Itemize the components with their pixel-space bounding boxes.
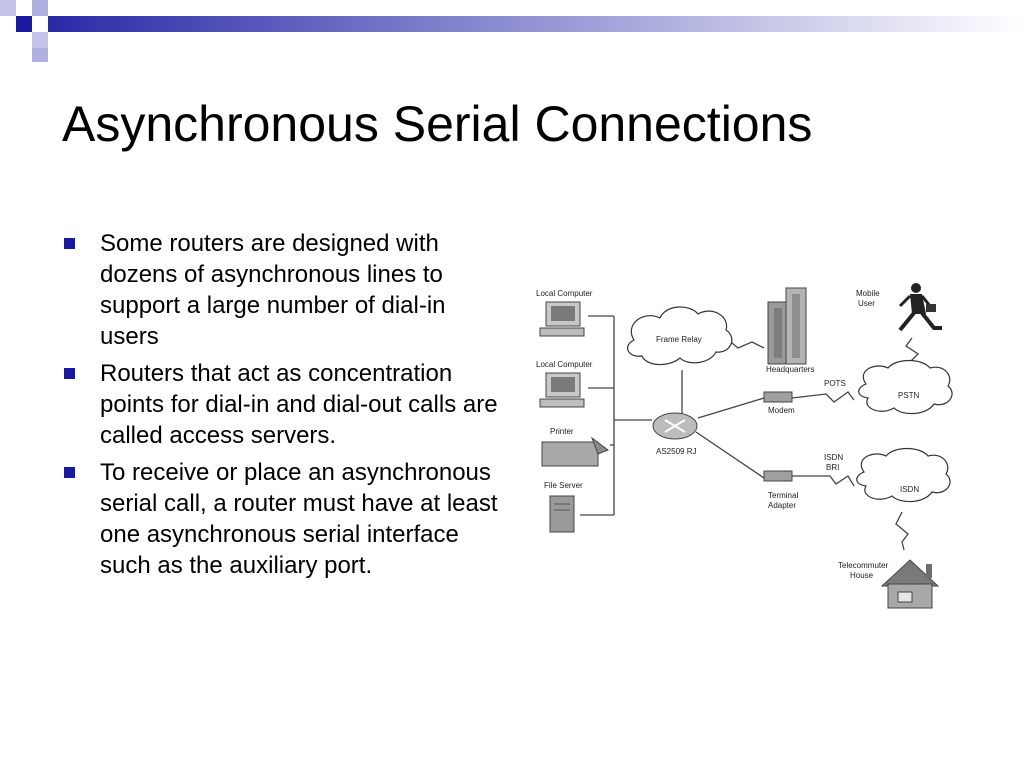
header-square	[32, 32, 48, 48]
modem-label: Modem	[768, 406, 795, 415]
running-person-icon	[898, 283, 942, 332]
telecommuter-label: Telecommuter House	[838, 561, 890, 580]
bullet-item: Routers that act as concentration points…	[62, 358, 502, 451]
isdn-telecommuter-link	[895, 511, 909, 551]
isdn-bri-label: ISDN BRI	[824, 453, 845, 472]
modem-pstn-link	[791, 391, 855, 403]
printer-label: Printer	[550, 427, 574, 436]
header-square	[16, 16, 32, 32]
modem-icon	[763, 391, 793, 403]
router: AS2509 RJ	[652, 412, 698, 456]
header-square	[32, 0, 48, 16]
file-server: File Server	[544, 481, 583, 533]
isdn-label: ISDN	[900, 485, 919, 494]
bullet-list: Some routers are designed with dozens of…	[62, 228, 502, 587]
local-computer-2-label: Local Computer	[536, 360, 593, 369]
pstn-cloud: PSTN	[858, 359, 953, 415]
headquarters: Headquarters	[766, 287, 814, 374]
terminal-adapter-isdn-link	[792, 475, 855, 487]
router-terminal-adapter-link	[695, 431, 765, 479]
printer-icon	[541, 441, 599, 467]
header-gradient-bar	[48, 16, 1024, 32]
header-square	[16, 32, 32, 48]
local-computer-1-label: Local Computer	[536, 289, 593, 298]
frame-relay-label: Frame Relay	[656, 335, 702, 344]
mobile-user-label: Mobile User	[856, 289, 882, 308]
square-bullet-icon	[64, 238, 75, 249]
local-computer-2: Local Computer	[536, 360, 593, 408]
header-square	[16, 0, 32, 16]
house-icon	[880, 559, 940, 609]
header-square	[32, 48, 48, 62]
router-modem-link	[697, 397, 765, 419]
slide-title: Asynchronous Serial Connections	[62, 96, 813, 152]
server-icon	[549, 495, 575, 533]
terminal-adapter: Terminal Adapter	[763, 470, 800, 510]
bullet-item: Some routers are designed with dozens of…	[62, 228, 502, 352]
file-server-label: File Server	[544, 481, 583, 490]
cloud-icon	[626, 306, 733, 366]
local-computer-1: Local Computer	[536, 289, 593, 337]
square-bullet-icon	[64, 467, 75, 478]
bullet-text: Some routers are designed with dozens of…	[100, 230, 446, 350]
bullet-text: To receive or place an asynchronous seri…	[100, 459, 498, 579]
frame-relay-cloud: Frame Relay	[626, 306, 733, 366]
terminal-adapter-label: Terminal Adapter	[768, 491, 800, 510]
header-square	[0, 0, 16, 16]
router-label: AS2509 RJ	[656, 447, 696, 456]
headquarters-label: Headquarters	[766, 365, 814, 374]
isdn-cloud: ISDN ISDN BRI	[824, 447, 951, 503]
header-decoration	[0, 0, 1024, 62]
pots-label: POTS	[824, 379, 846, 388]
cloud-icon	[856, 447, 951, 503]
header-square	[32, 16, 48, 32]
bullet-text: Routers that act as concentration points…	[100, 360, 498, 449]
bullet-item: To receive or place an asynchronous seri…	[62, 457, 502, 581]
cloud-icon	[858, 359, 953, 415]
modem: Modem POTS	[763, 379, 846, 415]
pstn-label: PSTN	[898, 391, 920, 400]
printer: Printer	[541, 427, 610, 467]
header-square	[0, 16, 16, 32]
square-bullet-icon	[64, 368, 75, 379]
telecommuter-house: Telecommuter House	[838, 559, 940, 609]
network-diagram: Local Computer Local Computer Printer Fi…	[536, 283, 953, 609]
terminal-adapter-icon	[763, 470, 793, 482]
mobile-user: Mobile User	[856, 283, 942, 332]
